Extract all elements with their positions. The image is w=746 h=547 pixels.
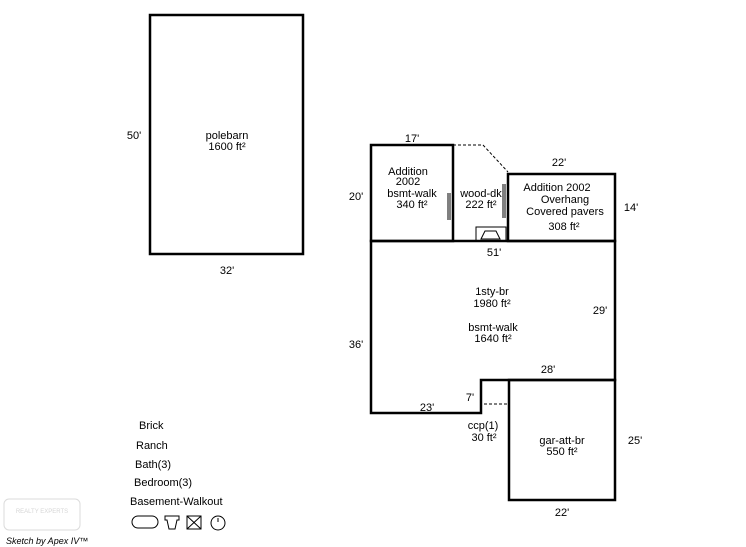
polebarn-outline xyxy=(148,13,305,256)
ccp-name: ccp(1) xyxy=(468,420,499,432)
polebarn-bottom-dimension: 32' xyxy=(220,265,234,277)
realty-watermark-logo: REALTY EXPERTS xyxy=(3,498,81,531)
addition-bsmt-top-dimension: 17' xyxy=(405,133,419,145)
polebarn-area: 1600 ft² xyxy=(208,141,246,153)
addition-bsmt-line2: 2002 xyxy=(396,176,420,188)
main-house-bottom-dimension: 23' xyxy=(420,402,434,414)
garage-area: 550 ft² xyxy=(546,446,578,458)
legend-item: Bath(3) xyxy=(135,459,171,471)
garage-side-dimension: 25' xyxy=(628,435,642,447)
legend-item: Bedroom(3) xyxy=(134,477,192,489)
main-house-notch-dimension: 7' xyxy=(466,392,474,404)
ccp-area: 30 ft² xyxy=(471,432,496,444)
main-house-line2: bsmt-walk xyxy=(468,322,518,334)
wood-deck-name: wood-dk xyxy=(459,188,502,200)
main-house-outline xyxy=(369,239,617,415)
legend-item: Basement-Walkout xyxy=(130,496,223,508)
toilet-icon xyxy=(164,515,180,530)
wood-deck-dashed-outline xyxy=(453,144,509,173)
sink-icon xyxy=(186,515,202,530)
main-house-line1: 1sty-br xyxy=(475,286,509,298)
legend-item: Brick xyxy=(139,420,164,432)
svg-text:REALTY EXPERTS: REALTY EXPERTS xyxy=(16,509,68,515)
garage-top-dimension: 28' xyxy=(541,364,555,376)
main-house-left-dimension: 36' xyxy=(349,339,363,351)
addition-bsmt-side-dimension: 20' xyxy=(349,191,363,203)
fireplace-symbol xyxy=(475,226,507,242)
addition-bsmt-line3: bsmt-walk xyxy=(387,188,437,200)
addition-overhang-top-dimension: 22' xyxy=(552,157,566,169)
main-house-top-dimension: 51' xyxy=(487,247,501,259)
addition-overhang-side-dimension: 14' xyxy=(624,202,638,214)
main-house-right-dimension: 29' xyxy=(593,305,607,317)
addition-overhang-line3: Covered pavers xyxy=(526,206,604,218)
wood-deck-area: 222 ft² xyxy=(465,199,497,211)
garage-name: gar-att-br xyxy=(539,435,585,447)
water-heater-icon xyxy=(210,515,226,531)
bathtub-icon xyxy=(131,515,159,529)
sketch-credit: Sketch by Apex IV™ xyxy=(6,536,88,546)
polebarn-side-dimension: 50' xyxy=(127,130,141,142)
addition-bsmt-area: 340 ft² xyxy=(396,199,428,211)
legend-item: Ranch xyxy=(136,440,168,452)
addition-overhang-line1: Addition 2002 xyxy=(523,182,590,194)
main-house-area2: 1640 ft² xyxy=(474,333,512,345)
garage-outline xyxy=(507,378,617,502)
addition-bsmt-line1: Addition xyxy=(388,166,428,178)
main-house-area1: 1980 ft² xyxy=(473,298,511,310)
addition-overhang-line2: Overhang xyxy=(541,194,589,206)
polebarn-name: polebarn xyxy=(206,130,249,142)
addition-overhang-area: 308 ft² xyxy=(548,221,580,233)
garage-bottom-dimension: 22' xyxy=(555,507,569,519)
